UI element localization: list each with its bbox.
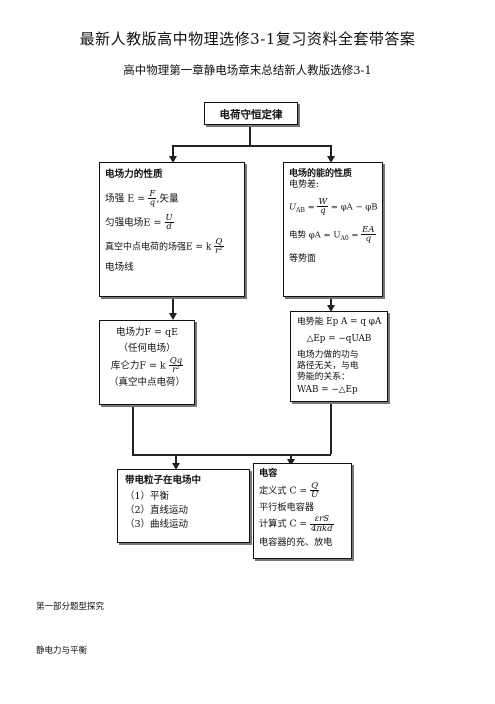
equipotential-surface-label: 等势面: [289, 253, 317, 264]
equals: =: [304, 202, 315, 212]
charge-conservation-box: 电荷守恒定律: [204, 102, 298, 125]
potential-energy-formula: 电势能 Ep A = q φA: [297, 317, 382, 327]
connector-line: [249, 124, 251, 145]
section-heading: 静电力与平衡: [36, 646, 88, 656]
numerator: EA: [361, 224, 376, 235]
document-subtitle: 高中物理第一章静电场章末总结新人教版选修3-1: [123, 63, 372, 77]
denominator: q: [149, 198, 156, 209]
numerator: Q: [310, 480, 320, 491]
charged-particle-box: 带电粒子在电场中 （1）平衡 （2）直线运动 （3）曲线运动: [117, 469, 250, 543]
calculation-prefix: 计算式 C =: [259, 518, 308, 530]
capacitance-heading: 电容: [259, 468, 278, 479]
connector-line: [330, 145, 332, 157]
linear-motion-item: （2）直线运动: [125, 504, 189, 516]
connector-line: [172, 296, 174, 314]
arrow-head: [287, 459, 295, 466]
potential-energy-box: 电势能 Ep A = q φA △Ep = −qUAB 电场力做的功与 路径无关…: [290, 311, 388, 402]
subscript: AB: [296, 206, 305, 214]
connector-line: [132, 404, 134, 454]
field-energy-heading: 电场的能的性质: [289, 169, 353, 179]
field-lines-label: 电场线: [105, 261, 134, 273]
arrow-head: [327, 156, 335, 163]
part-heading: 第一部分题型探究: [36, 602, 105, 612]
work-path-text-3: 势能的关系：: [297, 371, 350, 382]
numerator: εrS: [310, 515, 334, 525]
work-path-text-1: 电场力做的功与: [297, 349, 359, 360]
document-title: 最新人教版高中物理选修3-1复习资料全套带答案: [79, 30, 416, 48]
denominator: 4πkd: [311, 523, 333, 534]
denominator: d: [166, 222, 172, 233]
u-symbol: U: [289, 202, 297, 212]
connector-line: [172, 145, 174, 157]
equilibrium-item: （1）平衡: [125, 490, 170, 502]
connector-line: [330, 400, 332, 454]
connector-line: [172, 145, 330, 147]
potential-difference-suffix: = φA − φB: [330, 202, 378, 212]
denominator: U: [311, 490, 319, 500]
numerator: F: [148, 188, 157, 200]
subscript: A0: [340, 234, 349, 242]
numerator: W: [317, 196, 329, 207]
work-path-text-2: 路径无关，与电: [297, 360, 359, 371]
field-strength-suffix: ,矢量: [156, 193, 179, 205]
field-strength-prefix: 场强 E =: [105, 193, 146, 205]
arrow-head: [169, 313, 177, 320]
arrow-head: [169, 156, 177, 163]
denominator: r²: [215, 246, 223, 257]
uniform-field-prefix: 匀强电场E =: [105, 217, 162, 229]
point-charge-prefix: 真空中点电荷的场强E = k: [105, 242, 212, 253]
connector-line: [330, 296, 332, 306]
numerator: U: [164, 212, 174, 224]
denominator: q: [320, 206, 326, 216]
connector-line: [175, 454, 177, 464]
charge-discharge-label: 电容器的充、放电: [259, 537, 333, 548]
definition-prefix: 定义式 C =: [259, 485, 308, 496]
equals: =: [348, 230, 359, 240]
numerator: Q: [214, 236, 224, 248]
electric-force-formula: 电场力F = qE: [115, 327, 179, 338]
denominator: r²: [172, 365, 180, 376]
connector-line: [132, 454, 331, 456]
arrow-head: [327, 305, 335, 312]
numerator: Qq: [168, 355, 184, 367]
parallel-plate-label: 平行板电容器: [259, 501, 315, 513]
field-force-heading: 电场力的性质: [105, 169, 163, 180]
curved-motion-item: （3）曲线运动: [125, 518, 189, 530]
charged-particle-heading: 带电粒子在电场中: [125, 475, 202, 486]
arrow-head: [172, 463, 180, 470]
connector-line: [290, 454, 292, 460]
potential-energy-change-formula: △Ep = −qUAB: [306, 333, 372, 344]
any-field-note: （任何电场）: [118, 342, 176, 354]
work-energy-formula: WAB = −△Ep: [297, 384, 358, 395]
charge-conservation-label: 电荷守恒定律: [219, 109, 283, 121]
potential-prefix: 电势 φA = U: [289, 230, 341, 240]
denominator: q: [365, 234, 372, 244]
vacuum-point-charge-note: （真空中点电荷）: [108, 376, 185, 388]
potential-difference-label: 电势差:: [289, 180, 320, 191]
coulomb-prefix: 库仑力F = k: [110, 360, 166, 372]
